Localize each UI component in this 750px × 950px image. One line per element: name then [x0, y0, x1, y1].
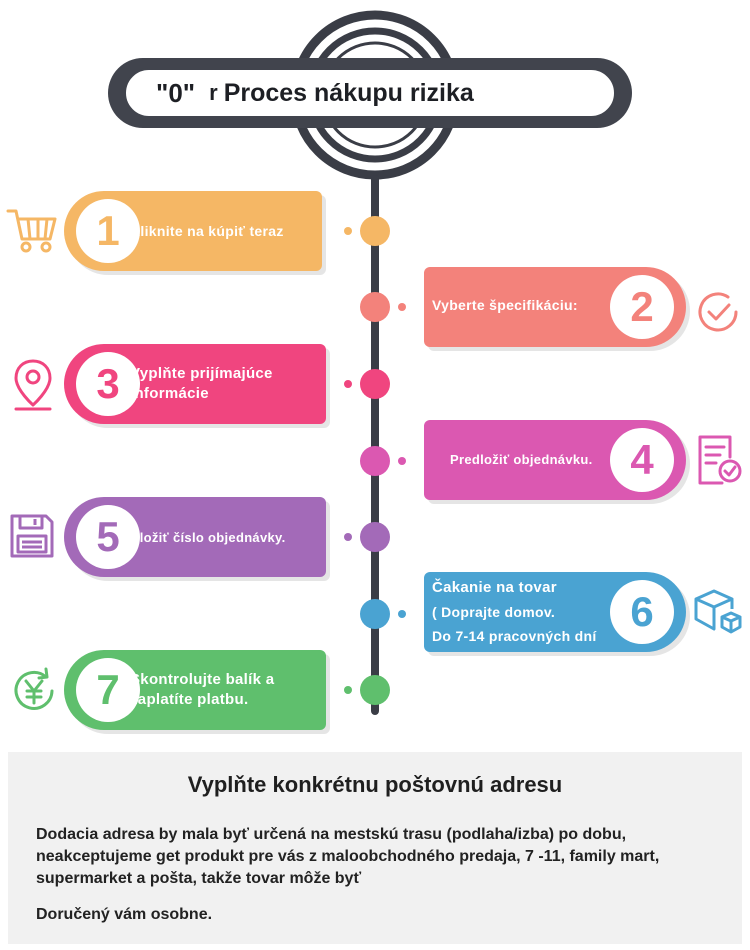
address-info-footer: Doručený vám osobne. — [36, 906, 213, 923]
step-5-node — [360, 522, 390, 552]
location-pin-icon — [10, 357, 56, 418]
step-3-card: 3 Vyplňte prijímajúce informácie — [64, 344, 326, 424]
step-6-label-line: ( Doprajte domov. — [432, 604, 556, 620]
step-7-label-line: Skontrolujte balík a — [130, 671, 275, 688]
step-7-node — [360, 675, 390, 705]
step-6-label-line: Do 7-14 pracovných dní — [432, 628, 597, 644]
step-4-label-line: Predložiť objednávku. — [450, 452, 593, 467]
step-7-card: 7 Skontrolujte balík a zaplatíte platbu. — [64, 650, 326, 730]
step-3-label-line: Vyplňte prijímajúce — [130, 365, 273, 382]
step-4-number: 4 — [610, 428, 674, 492]
step-7-label-line: zaplatíte platbu. — [130, 691, 249, 708]
step-5-connector-dot — [344, 533, 352, 541]
shopping-cart-icon — [6, 203, 58, 260]
step-2-connector-dot — [398, 303, 406, 311]
step-7-number: 7 — [76, 658, 140, 722]
title-inner: "0" r Proces nákupu rizika — [124, 68, 616, 118]
step-5-label: Uložiť číslo objednávky. — [130, 528, 286, 548]
step-2-card: 2 Vyberte špecifikáciu: — [424, 267, 686, 347]
step-4-node — [360, 446, 390, 476]
step-1-card: 1 Kliknite na kúpiť teraz — [64, 191, 322, 271]
step-2-label-line: Vyberte špecifikáciu: — [432, 297, 578, 313]
step-7-label: Skontrolujte balík a zaplatíte platbu. — [130, 670, 274, 710]
title-r: r — [209, 80, 218, 105]
step-4-label: Predložiť objednávku. — [450, 450, 593, 470]
yen-refresh-icon — [8, 665, 60, 722]
step-2-number: 2 — [610, 275, 674, 339]
page-title: Proces nákupu rizika — [223, 78, 474, 107]
step-5-card: 5 Uložiť číslo objednávky. — [64, 497, 326, 577]
title-zero: "0" — [156, 77, 196, 108]
timeline-spine — [371, 175, 379, 715]
floppy-disk-icon — [8, 512, 56, 565]
check-circle-icon — [692, 286, 744, 343]
address-info-body: Dodacia adresa by mala byť určená na mes… — [36, 826, 660, 887]
step-6-label: Čakanie na tovar ( Doprajte domov. Do 7-… — [432, 576, 597, 648]
address-info-title: Vyplňte konkrétnu poštovnú adresu — [187, 772, 563, 797]
step-6-connector-dot — [398, 610, 406, 618]
step-3-number: 3 — [76, 352, 140, 416]
step-3-node — [360, 369, 390, 399]
package-box-icon — [692, 585, 744, 642]
step-4-card: 4 Predložiť objednávku. — [424, 420, 686, 500]
step-6-card: 6 Čakanie na tovar ( Doprajte domov. Do … — [424, 572, 686, 652]
step-5-number: 5 — [76, 505, 140, 569]
address-info-panel: Vyplňte konkrétnu poštovnú adresu Dodaci… — [8, 752, 742, 944]
step-1-label: Kliknite na kúpiť teraz — [130, 221, 284, 241]
step-5-label-line: Uložiť číslo objednávky. — [130, 530, 286, 545]
step-1-connector-dot — [344, 227, 352, 235]
step-1-number: 1 — [76, 199, 140, 263]
step-3-label-line: informácie — [130, 385, 209, 402]
step-1-label-line: Kliknite na kúpiť teraz — [130, 223, 284, 239]
step-6-node — [360, 599, 390, 629]
step-2-node — [360, 292, 390, 322]
step-2-label: Vyberte špecifikáciu: — [432, 295, 578, 315]
step-6-label-line: Čakanie na tovar — [432, 579, 557, 596]
step-3-connector-dot — [344, 380, 352, 388]
step-4-connector-dot — [398, 457, 406, 465]
step-1-node — [360, 216, 390, 246]
document-check-icon — [692, 433, 744, 494]
step-7-connector-dot — [344, 686, 352, 694]
step-6-number: 6 — [610, 580, 674, 644]
step-3-label: Vyplňte prijímajúce informácie — [130, 364, 273, 404]
